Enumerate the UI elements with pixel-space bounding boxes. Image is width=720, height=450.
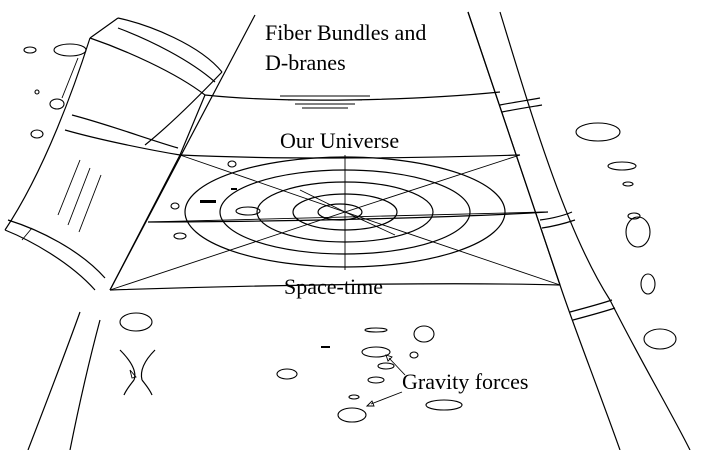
scattered-particles (23, 43, 677, 423)
label-fiber-bundles: Fiber Bundles and (265, 20, 426, 45)
label-our-universe: Our Universe (280, 128, 399, 153)
lower-left-curves (27, 311, 156, 450)
label-space-time: Space-time (284, 274, 383, 299)
label-gravity-forces: Gravity forces (402, 369, 528, 394)
label-d-branes: D-branes (265, 50, 346, 75)
d-brane-waves (280, 95, 370, 109)
left-fiber-strip (4, 17, 223, 291)
right-fiber-strip (467, 11, 691, 450)
gravity-arrows (365, 354, 406, 407)
universe-web (109, 154, 561, 291)
